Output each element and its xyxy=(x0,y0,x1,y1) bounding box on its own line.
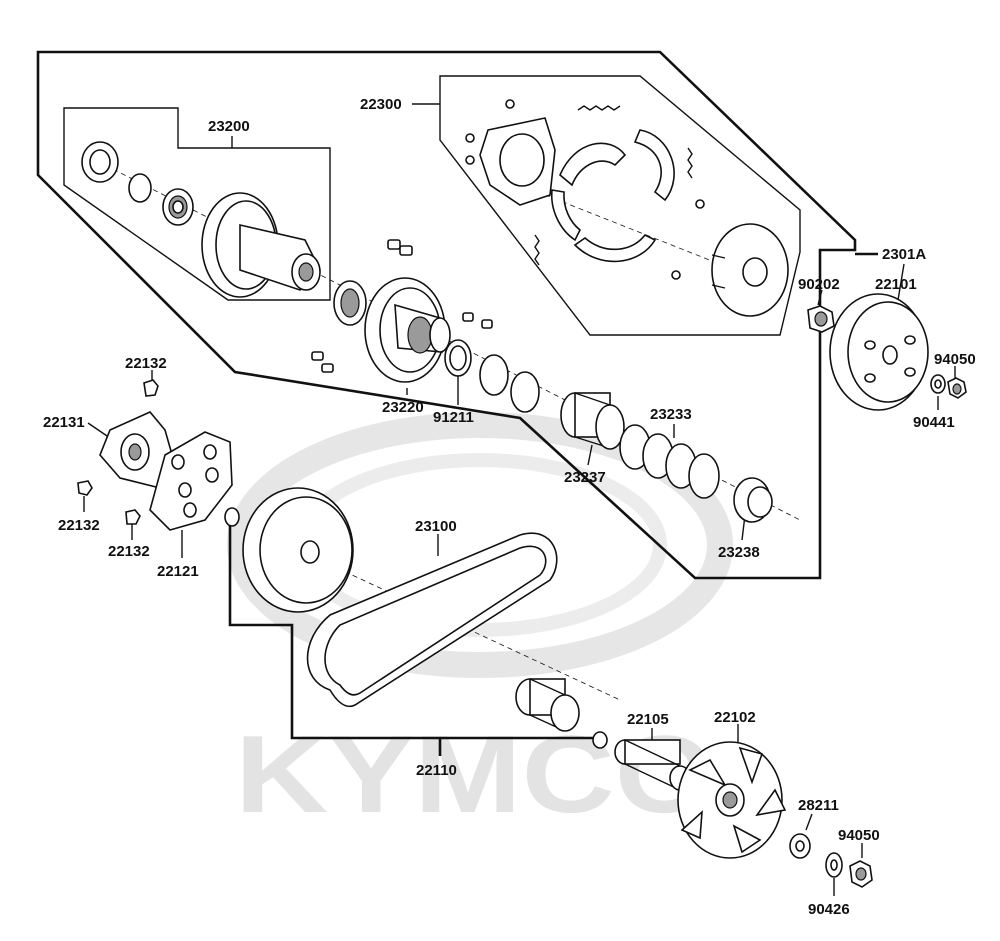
label-91211: 91211 xyxy=(433,409,474,426)
part-pins xyxy=(311,239,493,373)
part-clutch-shoes xyxy=(550,129,675,263)
part-slider-pieces-22132 xyxy=(77,379,159,525)
bracket-22110 xyxy=(228,525,600,756)
part-washer-90426 xyxy=(825,852,843,878)
part-oil-seal xyxy=(333,280,367,326)
group-23200-outline xyxy=(63,107,331,301)
part-needle-bearing xyxy=(81,141,119,183)
label-22131: 22131 xyxy=(43,414,85,431)
label-23238: 23238 xyxy=(718,544,760,561)
assembly-boundary xyxy=(36,50,857,580)
part-clutch-plate xyxy=(479,117,556,206)
part-washer-28211 xyxy=(789,833,811,859)
part-drive-face xyxy=(242,487,354,613)
label-90441: 90441 xyxy=(913,414,955,431)
label-22101: 22101 xyxy=(875,276,917,293)
label-94050-top: 94050 xyxy=(934,351,976,368)
label-23233: 23233 xyxy=(650,406,692,423)
part-nut-94050-bottom xyxy=(849,860,873,888)
label-23100: 23100 xyxy=(415,518,457,535)
part-ball-bearing xyxy=(162,188,194,226)
part-collar-23237 xyxy=(560,392,625,450)
group-22300-outline xyxy=(439,75,801,336)
part-bushing xyxy=(515,678,580,732)
part-spring-23233 xyxy=(619,424,720,499)
label-90426: 90426 xyxy=(808,901,850,918)
label-28211: 28211 xyxy=(798,797,839,814)
part-circlip-variator xyxy=(224,507,240,527)
watermark-text: KYMCO xyxy=(235,713,715,836)
part-ramp-plate-22131 xyxy=(99,411,176,489)
part-circlip-small xyxy=(128,173,152,203)
part-nut-90202 xyxy=(807,305,835,333)
part-circlip-bushing xyxy=(592,731,608,749)
label-22132-b: 22132 xyxy=(58,517,100,534)
label-22102: 22102 xyxy=(714,709,756,726)
label-94050-bottom: 94050 xyxy=(838,827,880,844)
part-drive-belt-23100 xyxy=(306,532,558,708)
part-collar-22105 xyxy=(614,739,691,791)
part-nut-94050-top xyxy=(947,377,967,399)
label-23220: 23220 xyxy=(382,399,424,416)
label-22110: 22110 xyxy=(416,762,457,779)
label-22121: 22121 xyxy=(157,563,199,580)
part-variator-22121 xyxy=(149,431,233,531)
part-movable-driven-face xyxy=(364,277,451,383)
part-o-rings xyxy=(479,354,540,413)
label-22132-c: 22132 xyxy=(108,543,150,560)
label-22132-a: 22132 xyxy=(125,355,167,372)
label-2301A: 2301A xyxy=(882,246,926,263)
part-washer-90441 xyxy=(930,374,946,394)
watermark: KYMCO xyxy=(227,412,733,836)
label-22300: 22300 xyxy=(360,96,402,113)
part-fixed-driven-face xyxy=(201,192,321,298)
label-90202: 90202 xyxy=(798,276,840,293)
label-22105: 22105 xyxy=(627,711,669,728)
part-cooling-fan-22102 xyxy=(677,741,787,859)
part-small-nuts-22300 xyxy=(465,99,705,280)
label-23200: 23200 xyxy=(208,118,250,135)
label-23237: 23237 xyxy=(564,469,606,486)
part-seat-23238 xyxy=(733,477,773,523)
part-clutch-carrier xyxy=(711,223,789,317)
part-clutch-bell-22101 xyxy=(829,293,929,411)
part-springs-clutch xyxy=(534,105,693,266)
part-labels: 23200 22300 2301A 22101 90202 94050 9044… xyxy=(43,96,976,918)
leader-lines xyxy=(83,103,956,896)
part-o-ring-91211 xyxy=(444,339,472,377)
